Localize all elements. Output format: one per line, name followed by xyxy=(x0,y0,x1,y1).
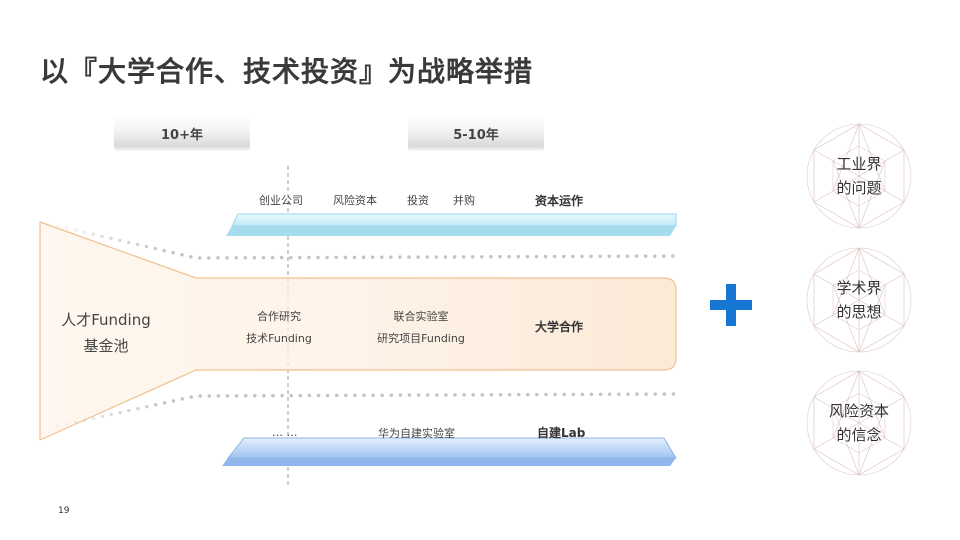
globe-venture-line-1: 风险资本 xyxy=(828,402,889,420)
globe-venture-line-2: 的信念 xyxy=(836,426,882,444)
globe-industry: 工业界 的问题 xyxy=(800,123,918,229)
university-item-project-funding: 研究项目Funding xyxy=(377,332,465,345)
university-item-joint-lab: 联合实验室 xyxy=(393,310,449,323)
globe-academia-line-1: 学术界 xyxy=(836,279,882,297)
capital-item-venture-capital: 风险资本 xyxy=(333,194,377,207)
capital-item-startups: 创业公司 xyxy=(259,194,303,207)
capital-item-acquisition: 并购 xyxy=(453,194,475,207)
globe-industry-line-2: 的问题 xyxy=(836,179,882,197)
lab-plate xyxy=(222,437,677,466)
pool-line-2: 基金池 xyxy=(83,337,129,355)
slide-title: 以『大学合作、技术投资』为战略举措 xyxy=(40,55,534,88)
plus-icon xyxy=(710,284,752,326)
dotted-line-lower xyxy=(38,392,682,432)
globe-academia-line-2: 的思想 xyxy=(836,303,882,321)
capital-layer-title: 资本运作 xyxy=(535,194,584,208)
lab-item-huawei-lab: 华为自建实验室 xyxy=(378,427,455,440)
pool-line-1: 人才Funding xyxy=(61,311,151,329)
university-layer-title: 大学合作 xyxy=(535,320,584,334)
university-item-joint-research: 合作研究 xyxy=(257,310,301,323)
globe-venture-capital: 风险资本 的信念 xyxy=(800,370,918,476)
globe-academia: 学术界 的思想 xyxy=(800,247,918,353)
funnel-shape xyxy=(39,221,677,441)
capital-item-investment: 投资 xyxy=(407,194,429,207)
timeline-tab-mid-term: 5-10年 xyxy=(408,114,544,152)
lab-layer-title: 自建Lab xyxy=(537,426,586,440)
globe-drawings xyxy=(806,123,912,476)
timeline-tab-long-term: 10+年 xyxy=(114,114,250,152)
talent-funding-pool: 人才Funding 基金池 xyxy=(46,307,166,359)
globe-industry-line-1: 工业界 xyxy=(836,155,882,173)
university-item-tech-funding: 技术Funding xyxy=(246,332,312,345)
capital-plate xyxy=(226,213,677,236)
lab-item-ellipsis: … … xyxy=(272,426,298,439)
page-number: 19 xyxy=(58,506,70,516)
dotted-line-upper xyxy=(38,220,682,260)
